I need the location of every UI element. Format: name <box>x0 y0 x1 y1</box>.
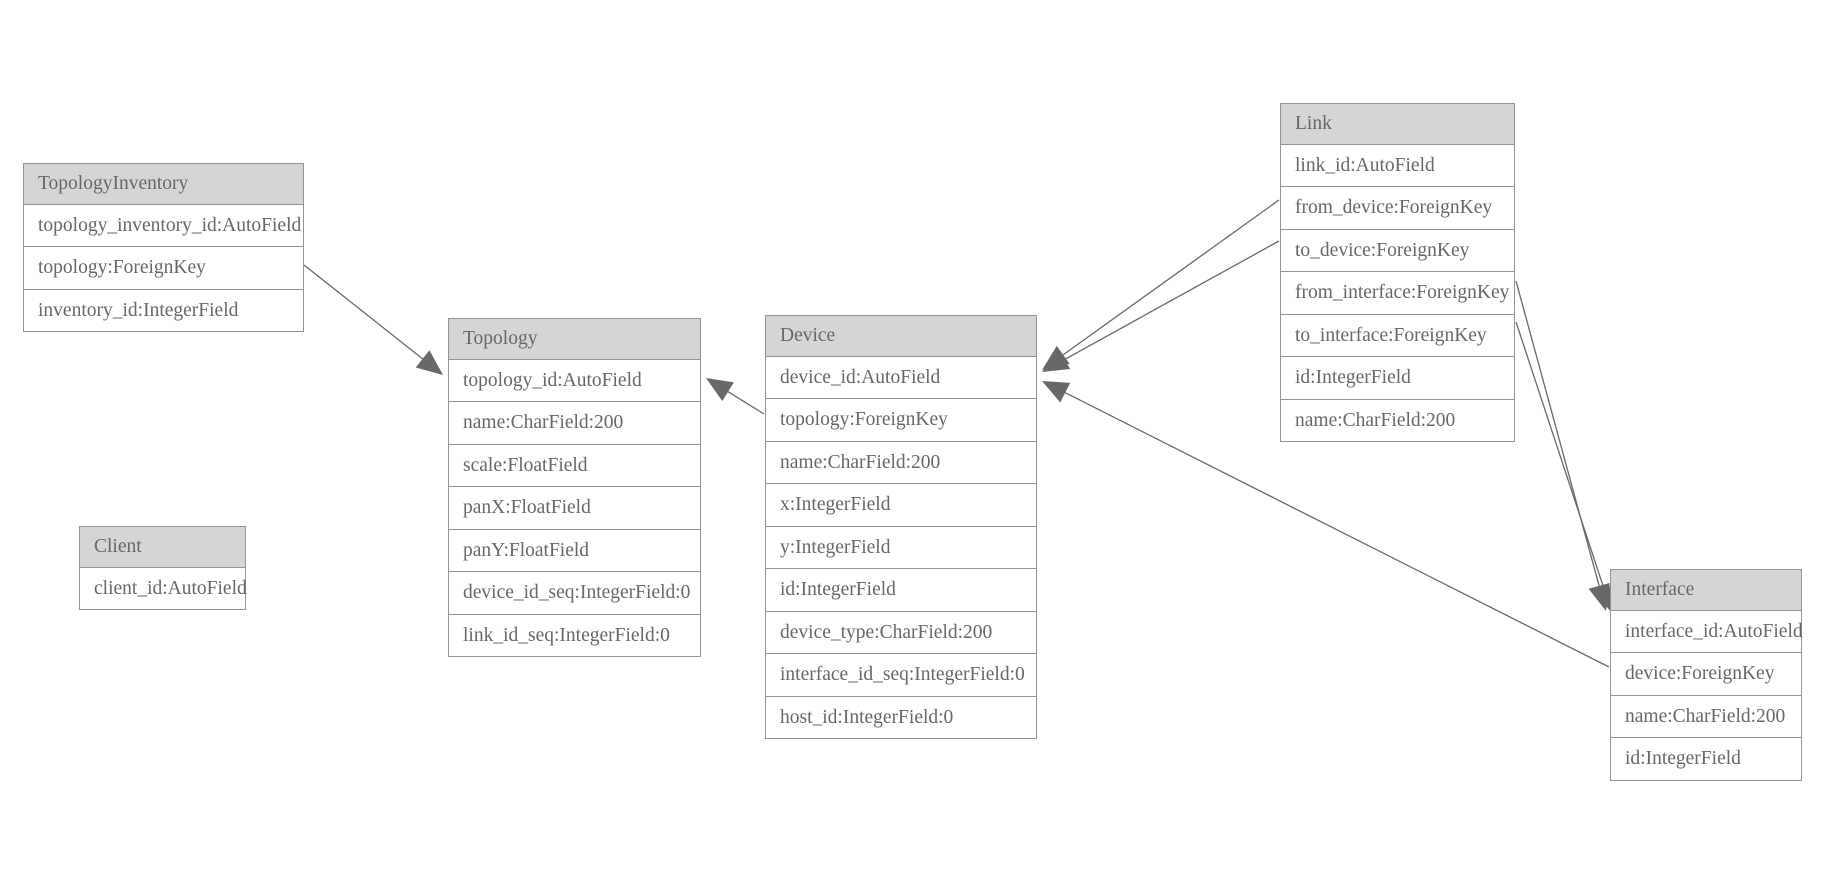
relation-link-to_interface-interface <box>1515 321 1615 613</box>
relation-arrowhead <box>415 350 443 375</box>
relation-line <box>1062 199 1280 356</box>
relation-line <box>1515 280 1600 587</box>
relation-arrowhead <box>1588 583 1610 611</box>
entity-field: link_id_seq:IntegerField:0 <box>449 614 700 656</box>
entity-field: x:IntegerField <box>766 484 1036 527</box>
entity-field: inventory_id:IntegerField <box>24 289 303 331</box>
entity-title-device: Device <box>766 316 1036 357</box>
entity-field: from_interface:ForeignKey <box>1281 272 1514 315</box>
entity-field: panY:FloatField <box>449 529 700 572</box>
relation-link-to_device-device <box>1042 240 1280 372</box>
entity-field: client_id:AutoField <box>80 567 247 609</box>
entity-field: device_type:CharField:200 <box>766 611 1036 654</box>
relation-line <box>727 391 765 415</box>
relation-link-from_interface-interface <box>1515 280 1610 611</box>
entity-field: link_id:AutoField <box>1281 144 1514 187</box>
entity-field: name:CharField:200 <box>449 402 700 445</box>
relation-link-from_device-device <box>1042 199 1280 370</box>
entity-title-topology_inventory: TopologyInventory <box>24 164 303 205</box>
entity-field: name:CharField:200 <box>1281 399 1514 441</box>
relation-topologyinventory-topology <box>303 264 443 375</box>
relation-line <box>1515 321 1605 589</box>
entity-field: topology_inventory_id:AutoField <box>24 204 303 247</box>
entity-field: from_device:ForeignKey <box>1281 187 1514 230</box>
entity-field: device_id:AutoField <box>766 356 1036 399</box>
entity-field: interface_id_seq:IntegerField:0 <box>766 654 1036 697</box>
entity-field: topology_id:AutoField <box>449 359 700 402</box>
entity-field: id:IntegerField <box>766 569 1036 612</box>
relation-arrowhead <box>1042 381 1071 403</box>
entity-fields-client: client_id:AutoField <box>80 567 247 609</box>
relation-line <box>1064 240 1280 360</box>
entity-field: name:CharField:200 <box>1611 695 1801 738</box>
entity-field: interface_id:AutoField <box>1611 610 1803 653</box>
entity-title-topology: Topology <box>449 319 700 360</box>
relation-line <box>303 264 424 360</box>
entity-field: topology:ForeignKey <box>766 399 1036 442</box>
entity-field: scale:FloatField <box>449 444 700 487</box>
relation-arrowhead <box>706 378 734 402</box>
entity-title-client: Client <box>80 527 245 568</box>
entity-field: id:IntegerField <box>1611 738 1801 780</box>
relation-arrowhead <box>1042 345 1070 370</box>
entity-field: panX:FloatField <box>449 487 700 530</box>
relation-arrowhead <box>1042 349 1071 372</box>
entity-field: topology:ForeignKey <box>24 247 303 290</box>
entity-title-link: Link <box>1281 104 1514 145</box>
entity-field: y:IntegerField <box>766 526 1036 569</box>
entity-field: host_id:IntegerField:0 <box>766 696 1036 738</box>
relation-device-topology <box>706 378 765 415</box>
entity-title-interface: Interface <box>1611 570 1801 611</box>
entity-field: to_interface:ForeignKey <box>1281 314 1514 357</box>
entity-field: name:CharField:200 <box>766 441 1036 484</box>
entity-field: id:IntegerField <box>1281 357 1514 400</box>
entity-field: device:ForeignKey <box>1611 653 1801 696</box>
entity-field: device_id_seq:IntegerField:0 <box>449 572 700 615</box>
entity-field: to_device:ForeignKey <box>1281 229 1514 272</box>
